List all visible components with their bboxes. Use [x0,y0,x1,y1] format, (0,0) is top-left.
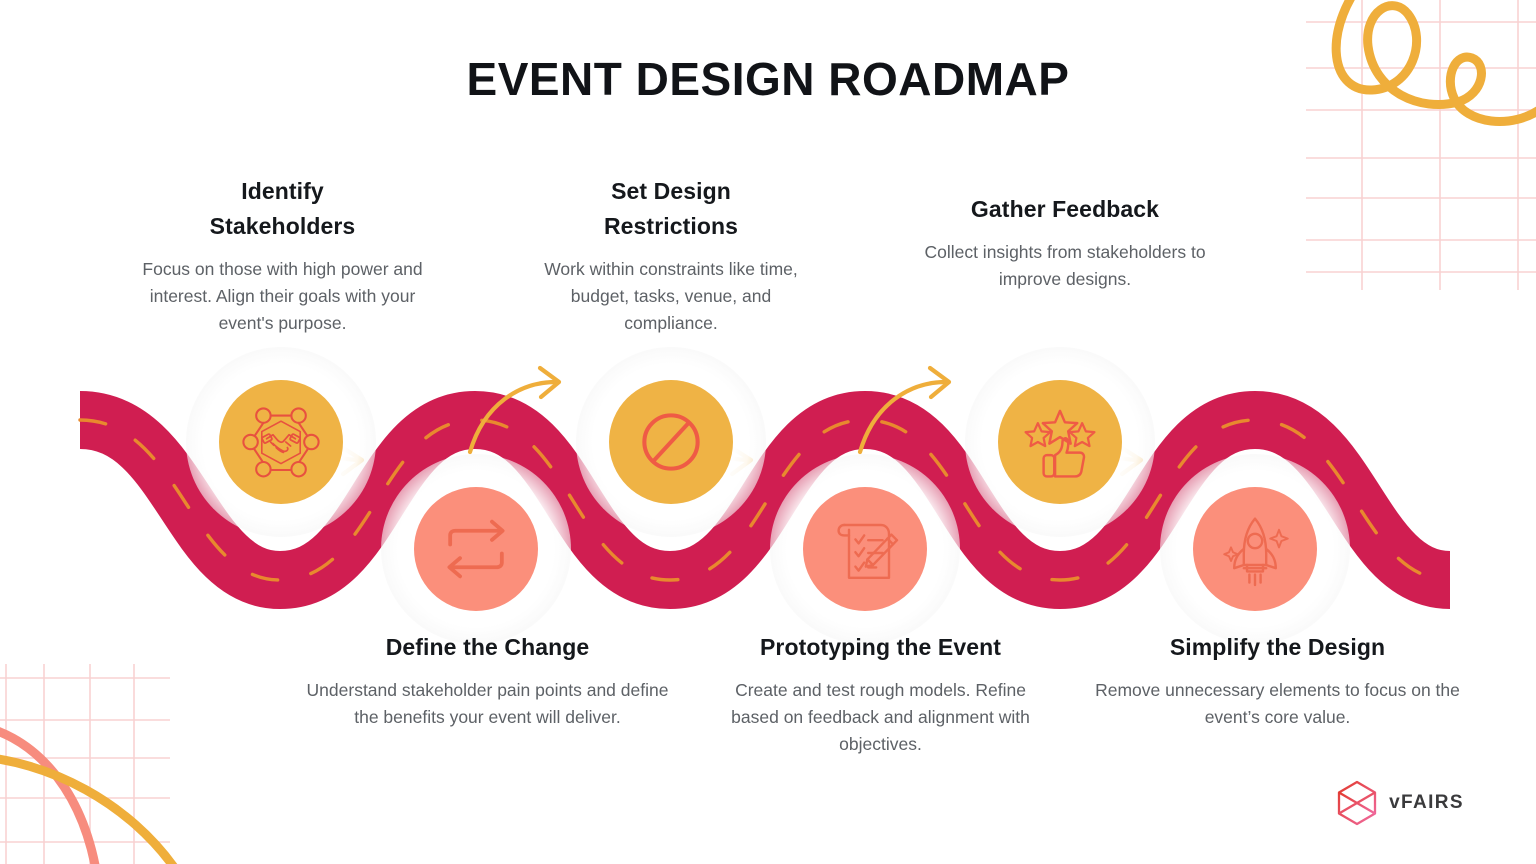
step-title: Define the Change [385,634,590,660]
grid-bottom-left [0,664,170,864]
step-title: Simplify the Design [1169,634,1386,660]
step-text-set-design-restrictions: Set Design Restrictions Work within cons… [540,174,802,337]
step-icon-prototyping-the-event[interactable] [770,454,960,644]
thumbs-up-stars-icon [1024,409,1096,478]
badge-disc [609,380,733,504]
step-description: Understand stakeholder pain points and d… [306,679,669,728]
checklist-pencil-icon [837,523,899,579]
step-description: Work within constraints like time, budge… [544,258,798,334]
badge-disc [998,380,1122,504]
brand-logo[interactable]: vFAIRS [1336,780,1464,826]
step-text-gather-feedback: Gather Feedback Collect insights from st… [905,192,1225,293]
step-icon-gather-feedback[interactable] [965,347,1155,537]
step-text-simplify-the-design: Simplify the Design Remove unnecessary e… [1090,630,1465,731]
arcs-bottom-left-icon [0,727,178,864]
arrow-4-icon [857,365,952,455]
step-title: Identify Stakeholders [209,178,356,239]
prohibition-icon [642,413,700,471]
logo-text: vFAIRS [1389,792,1464,813]
step-icon-set-design-restrictions[interactable] [576,347,766,537]
step-text-prototyping-the-event: Prototyping the Event Create and test ro… [728,630,1033,758]
step-icon-simplify-the-design[interactable] [1160,454,1350,644]
page-title: EVENT DESIGN ROADMAP [466,53,1070,105]
step-description: Create and test rough models. Refine bas… [731,679,1030,755]
arrow-2-icon [467,365,562,455]
step-description: Remove unnecessary elements to focus on … [1095,679,1460,728]
handshake-network-icon [242,407,320,478]
badge-disc [414,487,538,611]
exchange-arrows-icon [447,519,505,579]
badge-disc [1193,487,1317,611]
rocket-icon [1223,517,1289,587]
step-description: Collect insights from stakeholders to im… [924,241,1206,290]
step-text-identify-stakeholders: Identify Stakeholders Focus on those wit… [130,174,435,337]
step-description: Focus on those with high power and inter… [142,258,423,334]
step-text-define-the-change: Define the Change Understand stakeholder… [300,630,675,731]
badge-disc [219,380,343,504]
step-icon-define-the-change[interactable] [381,454,571,644]
step-title: Set Design Restrictions [603,178,739,239]
hexagon-cube-icon [1337,780,1377,826]
step-title: Prototyping the Event [759,634,1002,660]
badge-disc [803,487,927,611]
step-icon-identify-stakeholders[interactable] [186,347,376,537]
step-title: Gather Feedback [970,196,1160,222]
